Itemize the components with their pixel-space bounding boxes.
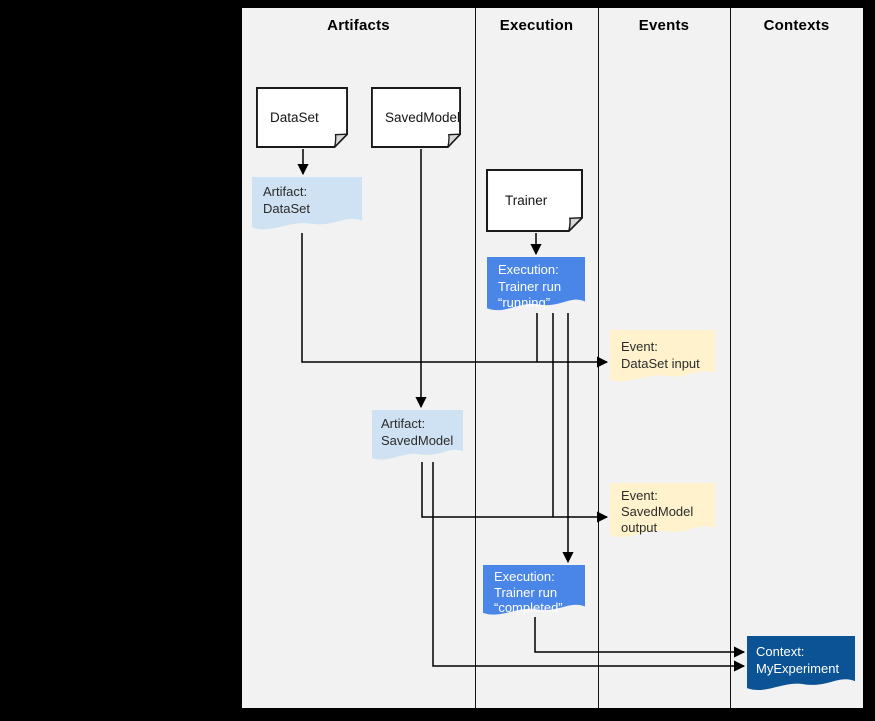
note-line: “running” bbox=[498, 295, 551, 310]
note-execution-completed: Execution: Trainer run “completed” bbox=[483, 565, 585, 621]
node-dataset-label: DataSet bbox=[270, 109, 319, 125]
note-line: Event: bbox=[621, 488, 658, 503]
note-line: SavedModel bbox=[621, 504, 694, 519]
note-shape bbox=[610, 483, 715, 538]
note-shape bbox=[372, 410, 463, 460]
note-line: Artifact: bbox=[381, 416, 426, 431]
note-shape bbox=[483, 565, 585, 615]
note-artifact-dataset: Artifact: DataSet bbox=[252, 177, 362, 236]
document-shape bbox=[371, 87, 461, 148]
column-header-artifacts: Artifacts bbox=[327, 17, 390, 34]
note-line: SavedModel bbox=[381, 432, 454, 448]
note-event-savedmodel-output: Event: SavedModel output bbox=[610, 483, 715, 544]
note-line: Execution: bbox=[494, 569, 555, 584]
note-line: MyExperiment bbox=[756, 660, 840, 676]
note-event-dataset-input: Event: DataSet input bbox=[610, 330, 715, 388]
note-line: Context: bbox=[756, 644, 805, 659]
note-line: Event: bbox=[621, 339, 658, 354]
node-dataset: DataSet bbox=[256, 87, 348, 148]
column-header-events: Events bbox=[638, 17, 690, 34]
note-line: Trainer run bbox=[494, 584, 558, 600]
column-divider-events-contexts bbox=[730, 8, 731, 708]
note-shape bbox=[487, 257, 585, 311]
note-artifact-savedmodel: Artifact: SavedModel bbox=[372, 410, 463, 466]
note-context-myexperiment: Context: MyExperiment bbox=[747, 636, 855, 697]
column-divider-execution-events bbox=[598, 8, 599, 708]
note-line: Execution: bbox=[498, 262, 559, 277]
note-shape bbox=[252, 177, 362, 230]
column-header-execution: Execution bbox=[499, 17, 574, 34]
node-trainer-label: Trainer bbox=[505, 192, 548, 208]
note-line: Artifact: bbox=[263, 184, 308, 199]
note-line: DataSet input bbox=[621, 355, 700, 371]
document-shape bbox=[256, 87, 348, 148]
column-divider-artifacts-execution bbox=[475, 8, 476, 708]
note-line: Trainer run bbox=[498, 278, 562, 294]
note-line: DataSet bbox=[263, 200, 310, 216]
note-line: “completed” bbox=[494, 600, 563, 615]
note-line: output bbox=[621, 520, 658, 535]
node-savedmodel: SavedModel bbox=[371, 87, 461, 148]
document-shape bbox=[486, 169, 583, 232]
node-trainer: Trainer bbox=[486, 169, 583, 232]
node-savedmodel-label: SavedModel bbox=[385, 109, 461, 125]
column-header-contexts: Contexts bbox=[763, 17, 830, 34]
note-shape bbox=[610, 330, 715, 382]
note-execution-running: Execution: Trainer run “running” bbox=[487, 257, 585, 317]
note-shape bbox=[747, 636, 855, 691]
